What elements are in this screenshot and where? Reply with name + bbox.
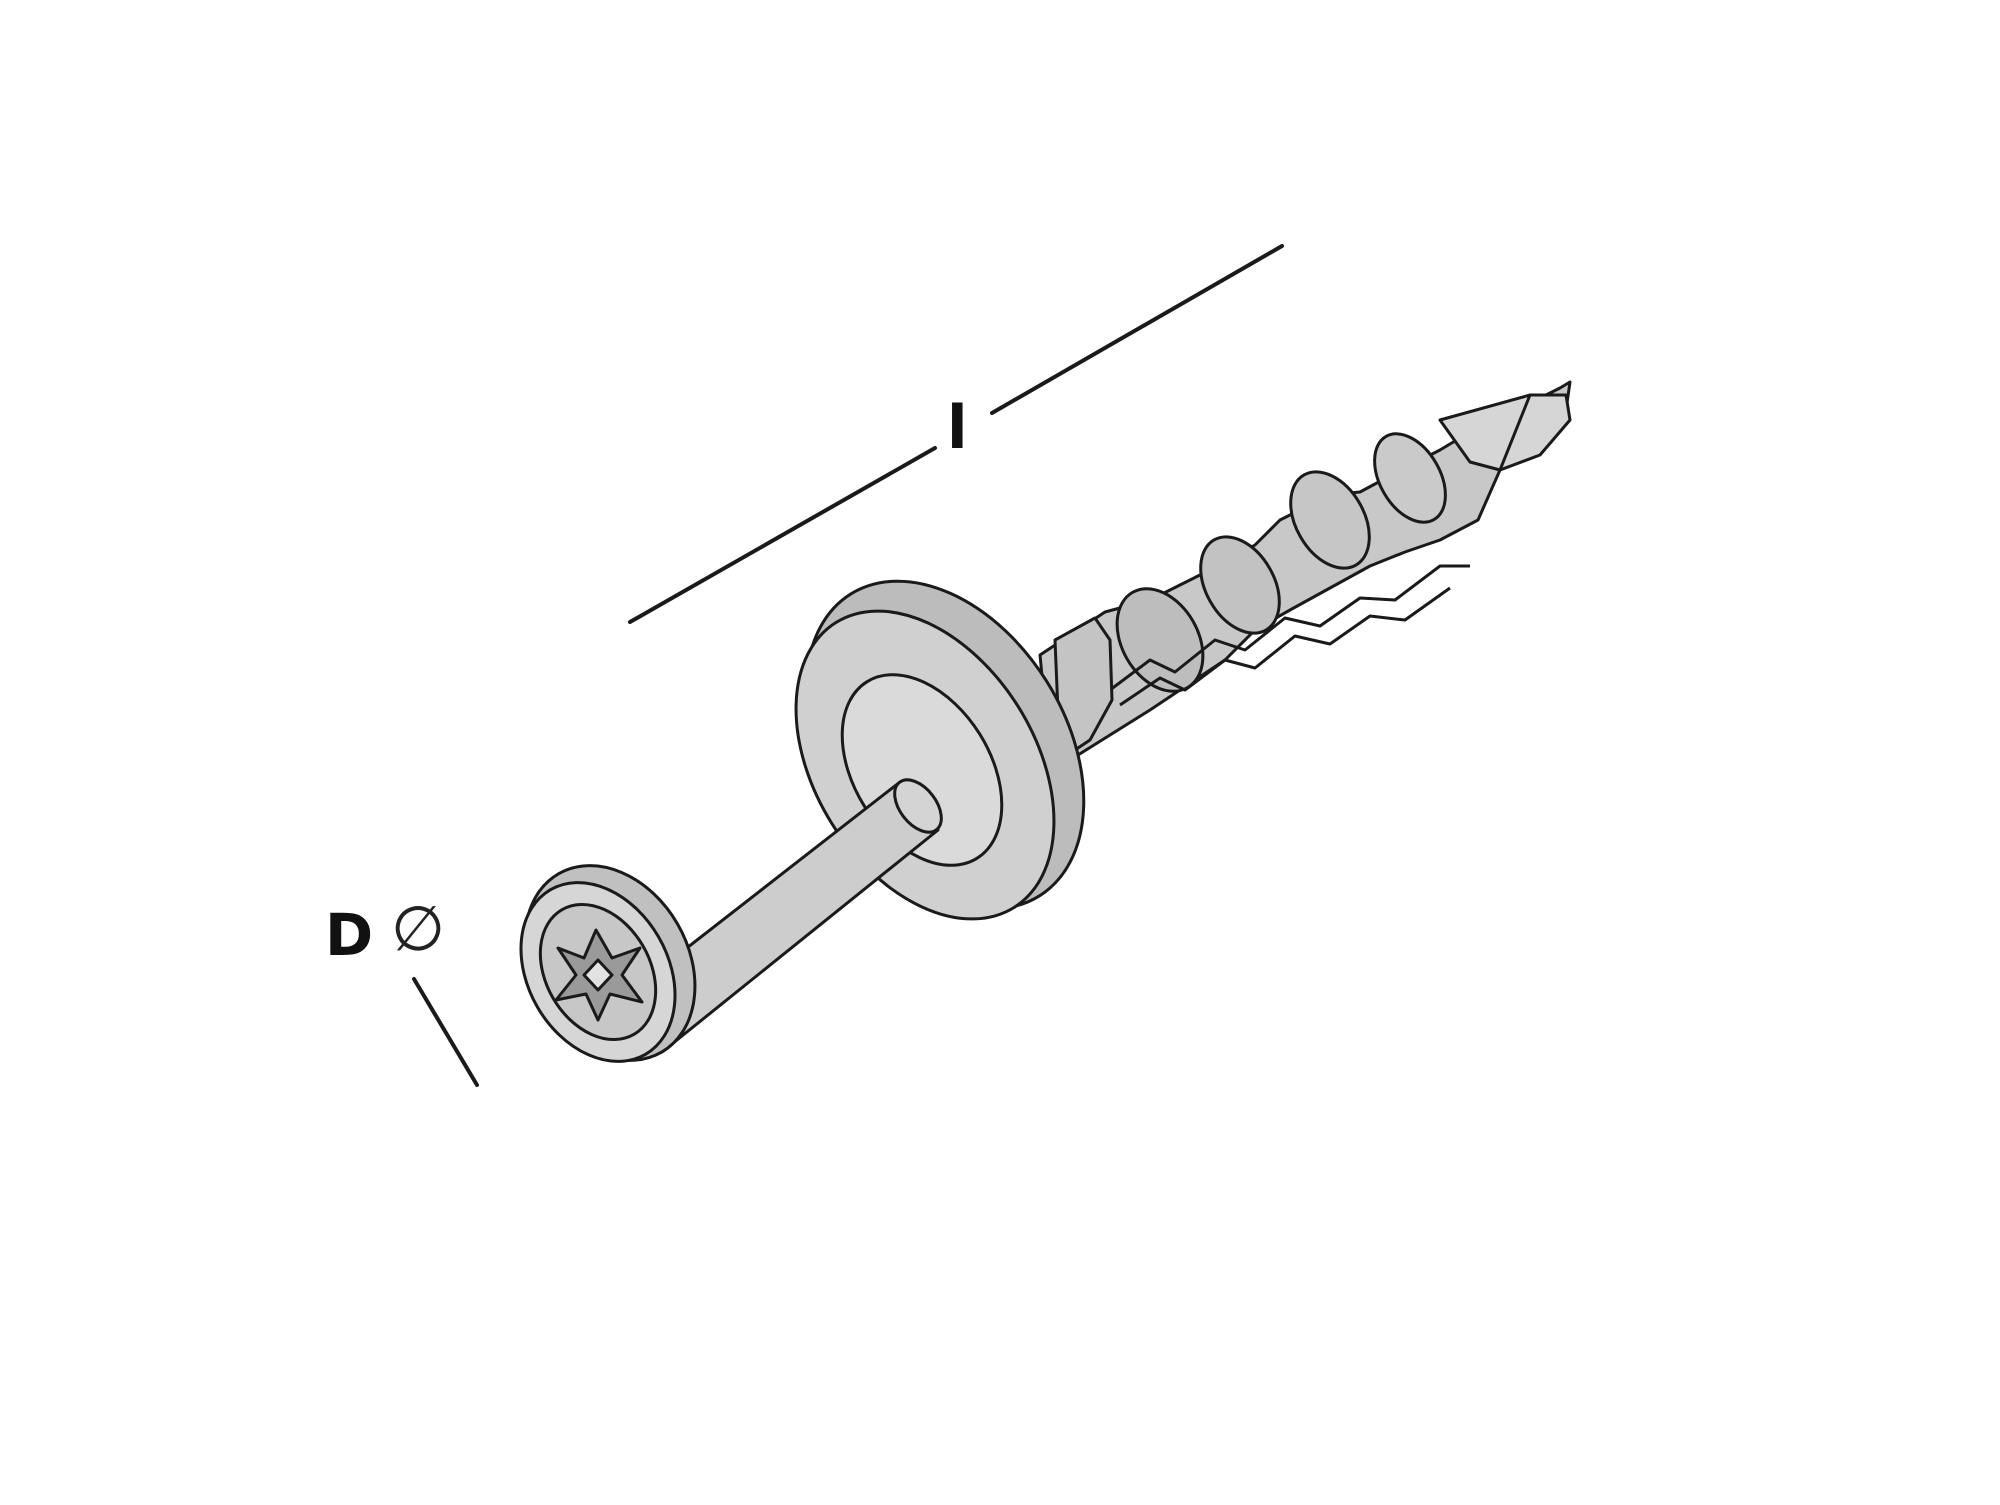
expansion-slit <box>1119 586 1451 707</box>
anchor-tip <box>1438 393 1572 472</box>
sleeve-segment <box>1289 470 1371 570</box>
diameter-symbol: ∅ <box>391 892 446 965</box>
diameter-label: D <box>325 901 374 969</box>
length-label: l <box>947 393 968 463</box>
sleeve-segment <box>1199 535 1281 635</box>
length-dimension-line <box>628 244 1284 624</box>
diameter-leader-line <box>412 977 479 1087</box>
anchor-body <box>519 380 1572 1063</box>
expansion-slit <box>1109 564 1470 692</box>
sleeve-segment <box>1373 432 1447 524</box>
